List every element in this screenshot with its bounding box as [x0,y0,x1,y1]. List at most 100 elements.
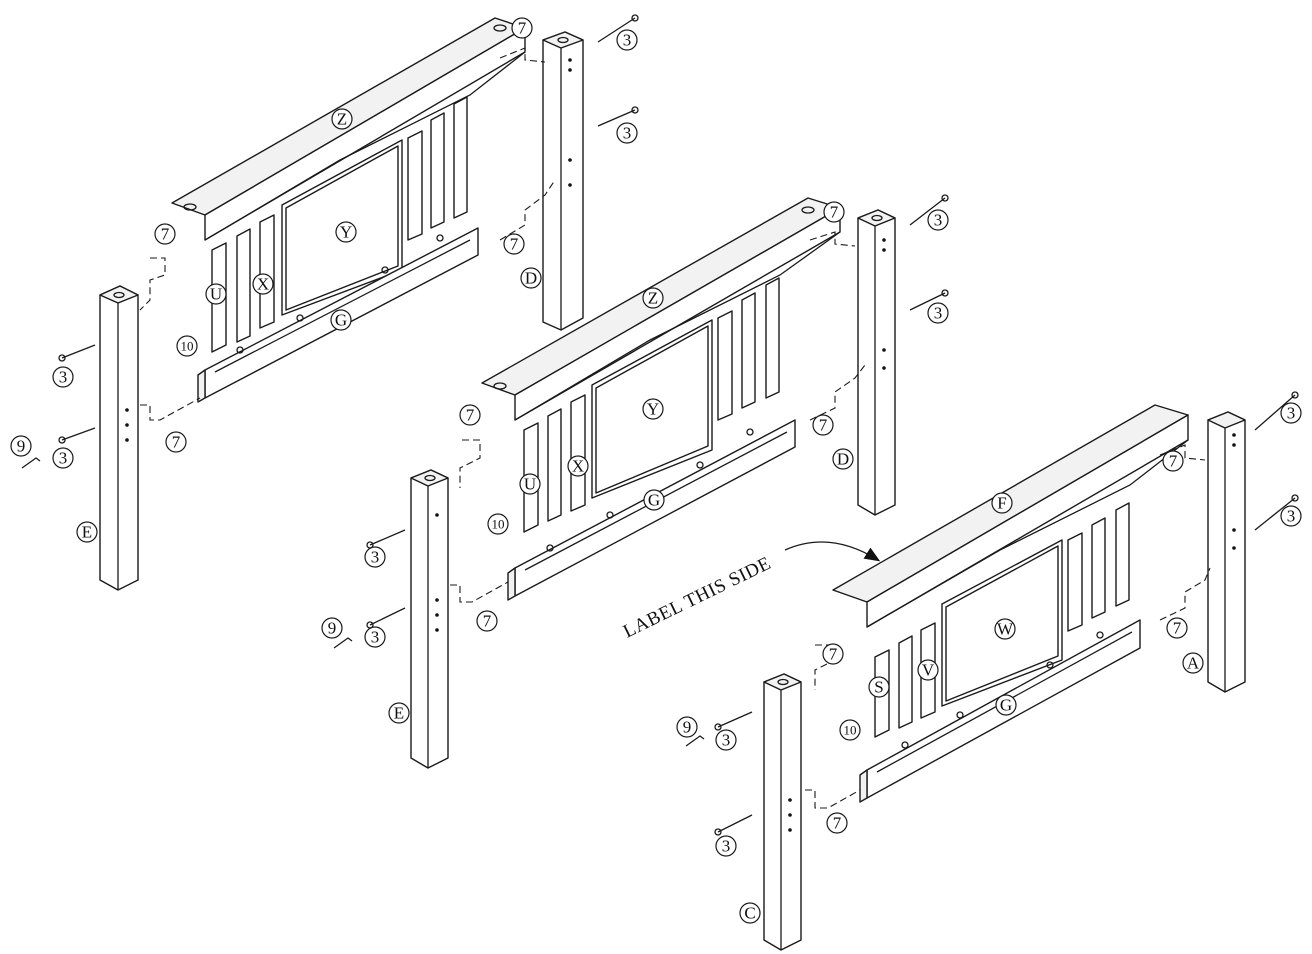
post-a-footboard [1207,411,1246,693]
callout-7-upper-b: 7 [154,223,176,245]
callout-7-middle-b: 7 [459,404,481,426]
callout-3-middle-b: 3 [927,302,949,324]
svg-text:3: 3 [59,368,68,387]
svg-text:3: 3 [934,304,943,323]
post-e-upper [99,285,139,591]
callout-g-footboard: G [995,694,1017,716]
callout-u-middle: U [519,473,541,495]
svg-text:D: D [837,450,849,469]
callout-u-upper: U [205,283,227,305]
callout-7-footboard-a: 7 [1162,450,1184,472]
screws-middle [366,194,949,629]
svg-text:3: 3 [934,211,943,230]
screws-footboard [714,391,1299,836]
callout-e-upper: E [76,521,98,543]
hex-key-footboard [685,735,705,747]
svg-text:Z: Z [337,110,347,129]
svg-text:Y: Y [340,223,352,242]
callout-7-upper-c: 7 [503,233,525,255]
svg-text:3: 3 [1287,404,1296,423]
callout-3-upper-d: 3 [52,447,74,469]
callout-7-upper-d: 7 [165,431,187,453]
svg-text:7: 7 [833,814,842,833]
hex-key-middle [333,637,353,649]
svg-text:D: D [525,269,537,288]
callout-3-footboard-a: 3 [1280,402,1302,424]
callout-g-upper: G [330,309,352,331]
callout-9-footboard: 9 [676,716,698,738]
callout-10-middle: 10 [487,513,509,535]
svg-text:W: W [997,620,1014,639]
callout-9-upper: 9 [10,435,32,457]
svg-text:S: S [874,678,883,697]
svg-text:Z: Z [648,289,658,308]
post-e-middle [410,469,449,769]
svg-text:3: 3 [623,31,632,50]
label-this-side-text: LABEL THIS SIDE [620,553,774,643]
svg-text:7: 7 [830,203,839,222]
callout-v-footboard: V [917,659,939,681]
svg-text:3: 3 [722,731,731,750]
callout-7-upper-a: 7 [511,17,533,39]
callout-3-footboard-c: 3 [715,729,737,751]
svg-text:G: G [1000,696,1012,715]
callout-c-footboard: C [739,902,761,924]
svg-text:A: A [1187,654,1200,673]
post-c-footboard [763,673,802,951]
callout-7-middle-d: 7 [476,610,498,632]
svg-text:C: C [744,904,755,923]
svg-text:9: 9 [328,619,337,638]
svg-text:10: 10 [844,723,857,738]
svg-text:E: E [394,704,404,723]
callout-a-footboard: A [1182,652,1204,674]
callout-e-middle: E [388,702,410,724]
svg-text:V: V [922,661,935,680]
callout-7-footboard-d: 7 [826,812,848,834]
assembly-footboard [685,391,1299,951]
svg-text:7: 7 [819,416,828,435]
label-arrow-icon [784,541,881,562]
svg-text:U: U [210,285,222,304]
callout-7-footboard-b: 7 [822,643,844,665]
callout-x-middle: X [567,455,589,477]
callout-7-middle-a: 7 [823,201,845,223]
callout-3-footboard-b: 3 [1280,505,1302,527]
callout-z-upper: Z [331,108,353,130]
svg-text:10: 10 [181,339,194,354]
callout-3-middle-a: 3 [927,209,949,231]
svg-text:9: 9 [683,718,692,737]
assembly-headboard-upper [21,14,639,591]
callout-x-upper: X [252,273,274,295]
svg-text:7: 7 [1173,619,1182,638]
svg-text:7: 7 [829,645,838,664]
callout-10-footboard: 10 [839,719,861,741]
callout-y-middle: Y [642,398,664,420]
svg-text:7: 7 [466,406,475,425]
hex-key-upper [21,457,41,469]
post-d-upper [542,31,584,331]
callout-z-middle: Z [642,287,664,309]
svg-text:U: U [524,475,536,494]
callout-d-middle: D [832,448,854,470]
callout-3-middle-c: 3 [364,546,386,568]
svg-text:7: 7 [483,612,492,631]
callout-10-upper: 10 [176,335,198,357]
svg-text:3: 3 [371,548,380,567]
callout-f-footboard: F [991,492,1013,514]
svg-text:G: G [648,491,660,510]
callout-w-footboard: W [994,618,1016,640]
callout-s-footboard: S [868,676,890,698]
callout-7-footboard-c: 7 [1166,617,1188,639]
callout-7-middle-c: 7 [812,414,834,436]
svg-text:E: E [82,523,92,542]
svg-text:9: 9 [17,437,26,456]
svg-text:7: 7 [510,235,519,254]
callout-3-footboard-d: 3 [715,835,737,857]
svg-text:7: 7 [172,433,181,452]
svg-text:3: 3 [623,124,632,143]
callout-3-middle-d: 3 [364,626,386,648]
callout-3-upper-c: 3 [52,366,74,388]
svg-text:3: 3 [722,837,731,856]
screws-upper [58,14,639,444]
